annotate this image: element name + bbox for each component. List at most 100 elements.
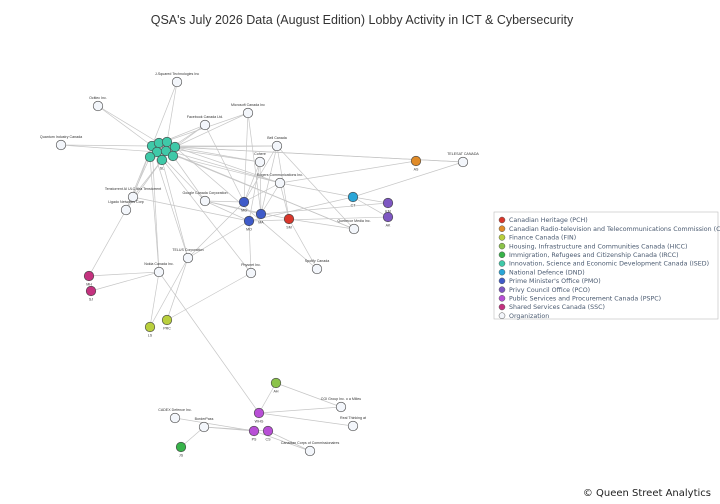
node-circle[interactable]: [171, 76, 183, 88]
node-fb[interactable]: Facebook Canada Ltd.: [187, 115, 223, 131]
node-pmo2[interactable]: MA: [255, 208, 267, 225]
node-nokia[interactable]: Nokia Canada Inc.: [144, 262, 174, 278]
node-pch1[interactable]: SM: [283, 213, 295, 230]
node-fin1[interactable]: LS: [144, 321, 156, 338]
legend-item-ised[interactable]: Innovation, Science and Economic Develop…: [498, 260, 709, 268]
node-circle[interactable]: [144, 321, 156, 333]
node-qic[interactable]: Quantum Industry Canada: [40, 135, 82, 151]
node-msft[interactable]: Microsoft Canada Inc: [231, 103, 265, 119]
node-realthinking[interactable]: Real Thinking at: [340, 416, 366, 432]
node-ised8[interactable]: SL: [156, 154, 168, 171]
node-circle[interactable]: [243, 215, 255, 227]
node-circle[interactable]: [182, 252, 194, 264]
node-ccc[interactable]: Canadian Corps of Commissionaires: [281, 441, 340, 457]
node-circle[interactable]: [175, 441, 187, 453]
node-quebecor[interactable]: Quebecor Media Inc.: [337, 219, 371, 235]
node-circle[interactable]: [127, 191, 139, 203]
node-ised9[interactable]: [144, 151, 156, 163]
node-hicc1[interactable]: AH: [270, 377, 282, 394]
node-telus[interactable]: TELUS Corporation: [172, 248, 204, 264]
node-circle[interactable]: [238, 196, 250, 208]
node-crtc1[interactable]: AS: [410, 155, 422, 172]
node-tenstorrent[interactable]: Tenstorrent AI ULC dba Tenstorrent: [105, 187, 161, 203]
node-telesat[interactable]: TELESAT CANADA: [447, 152, 479, 168]
node-circle[interactable]: [347, 420, 359, 432]
node-jsq[interactable]: J-Squared Technologies Inc: [155, 72, 199, 88]
node-circle[interactable]: [83, 270, 95, 282]
node-pspc1[interactable]: WHG: [253, 407, 265, 424]
node-ircc1[interactable]: JS: [175, 441, 187, 458]
node-circle[interactable]: [255, 208, 267, 220]
legend-item-pch[interactable]: Canadian Heritage (PCH): [498, 216, 588, 224]
node-circle[interactable]: [304, 445, 316, 457]
node-ised6[interactable]: [160, 145, 172, 157]
node-dnd1[interactable]: CT: [347, 191, 359, 208]
node-pco2[interactable]: AK: [382, 211, 394, 228]
node-ssc2[interactable]: SJ: [85, 285, 97, 302]
legend-item-crtc[interactable]: Canadian Radio-television and Telecommun…: [498, 225, 720, 233]
node-pmo1[interactable]: MG: [238, 196, 250, 213]
node-circle[interactable]: [85, 285, 97, 297]
node-cgi[interactable]: CGI Group Inc. o a Milieu: [321, 397, 362, 413]
node-circle[interactable]: [311, 263, 323, 275]
node-circle[interactable]: [160, 145, 172, 157]
node-rogers[interactable]: Rogers Communications Inc.: [257, 173, 303, 189]
node-circle[interactable]: [382, 211, 394, 223]
node-circle[interactable]: [271, 140, 283, 152]
node-circle[interactable]: [55, 139, 67, 151]
node-circle[interactable]: [245, 267, 257, 279]
node-ligado[interactable]: Ligado Networks Corp: [108, 200, 144, 216]
node-circle[interactable]: [120, 204, 132, 216]
node-circle[interactable]: [283, 213, 295, 225]
node-ssc1[interactable]: MH: [83, 270, 95, 287]
node-circle[interactable]: [169, 412, 181, 424]
legend-item-pspc[interactable]: Public Services and Procurement Canada (…: [498, 295, 661, 303]
legend-item-ssc[interactable]: Shared Services Canada (SSC): [498, 303, 605, 311]
node-google[interactable]: Google Canada Corporation: [183, 191, 228, 207]
node-circle[interactable]: [144, 151, 156, 163]
node-ised7[interactable]: [167, 150, 179, 162]
legend-item-pco[interactable]: Privy Council Office (PCO): [498, 286, 590, 294]
node-pmo3[interactable]: MO: [243, 215, 255, 232]
node-circle[interactable]: [335, 401, 347, 413]
node-circle[interactable]: [199, 195, 211, 207]
node-circle[interactable]: [153, 266, 165, 278]
node-circle[interactable]: [347, 191, 359, 203]
node-circle[interactable]: [382, 197, 394, 209]
node-circle[interactable]: [161, 314, 173, 326]
node-spotify[interactable]: Spotify Canada: [305, 259, 330, 275]
node-circle[interactable]: [167, 150, 179, 162]
node-circle[interactable]: [253, 407, 265, 419]
node-circle[interactable]: [92, 100, 104, 112]
node-circle[interactable]: [242, 107, 254, 119]
node-bell[interactable]: Bell Canada: [267, 136, 287, 152]
node-circle[interactable]: [254, 156, 266, 168]
node-circle[interactable]: [156, 154, 168, 166]
node-circle[interactable]: [169, 141, 181, 153]
node-physnet[interactable]: Physnet Inc.: [241, 263, 261, 279]
node-bpass[interactable]: BorderPass: [195, 417, 214, 433]
node-circle[interactable]: [198, 421, 210, 433]
node-circle[interactable]: [274, 177, 286, 189]
legend-item-pmo[interactable]: Prime Minister's Office (PMO): [498, 277, 601, 285]
node-ociteq[interactable]: Ocitiec Inc.: [89, 96, 107, 112]
node-pco1[interactable]: KM: [382, 197, 394, 214]
node-fin2[interactable]: PRC: [161, 314, 173, 331]
node-cadex[interactable]: CADEX Defence Inc.: [158, 408, 192, 424]
node-circle[interactable]: [457, 156, 469, 168]
node-circle[interactable]: [262, 425, 274, 437]
node-pspc2[interactable]: PS: [248, 425, 260, 442]
node-ised4[interactable]: [169, 141, 181, 153]
node-cohere[interactable]: Cohere: [254, 152, 266, 168]
node-circle[interactable]: [199, 119, 211, 131]
node-circle[interactable]: [348, 223, 360, 235]
legend-item-org[interactable]: Organization: [498, 312, 549, 320]
legend-item-ircc[interactable]: Immigration, Refugees and Citizenship Ca…: [498, 251, 679, 259]
node-circle[interactable]: [410, 155, 422, 167]
node-circle[interactable]: [248, 425, 260, 437]
node-pspc3[interactable]: CS: [262, 425, 274, 442]
node-circle[interactable]: [270, 377, 282, 389]
legend-item-fin[interactable]: Finance Canada (FIN): [498, 234, 576, 242]
legend-item-hicc[interactable]: Housing, Infrastructure and Communities …: [498, 242, 687, 250]
legend-item-dnd[interactable]: National Defence (DND): [498, 268, 585, 276]
